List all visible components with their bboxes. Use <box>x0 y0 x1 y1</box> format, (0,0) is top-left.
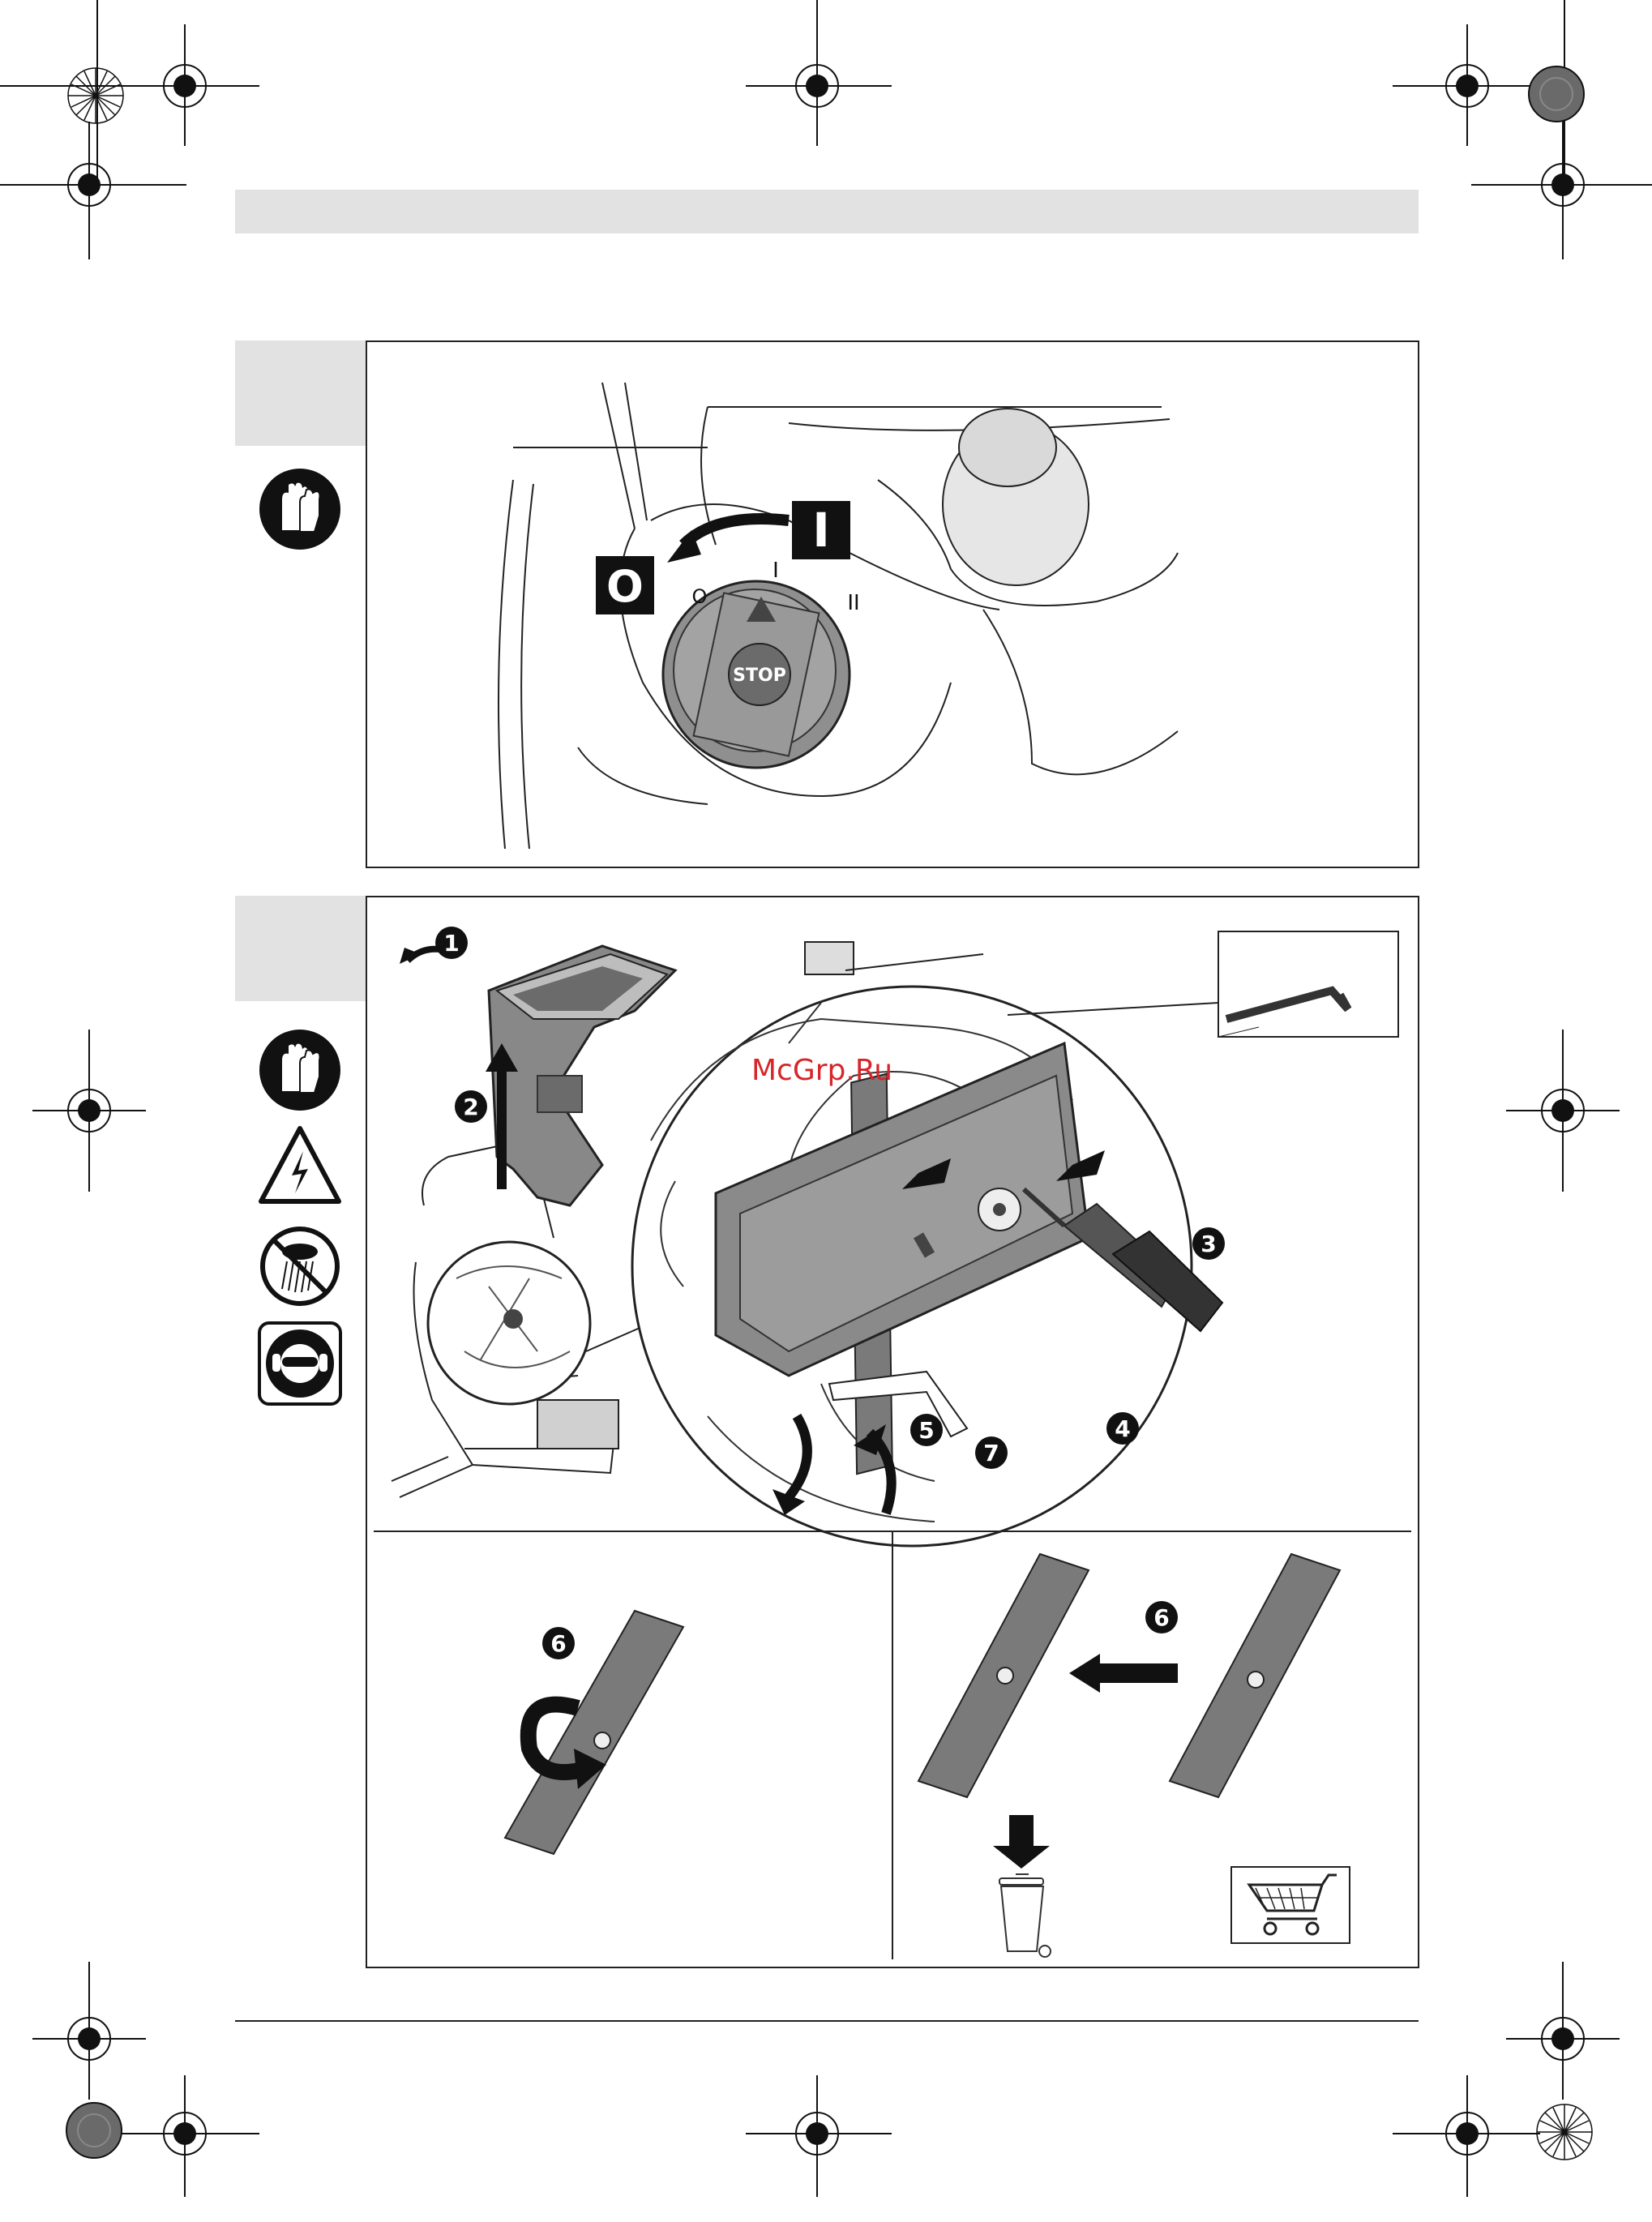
header-bar <box>235 190 1419 233</box>
figure-2-tab <box>235 896 366 1001</box>
dial-stop-label: STOP <box>733 666 786 686</box>
step-6-label-left: 6 <box>550 1630 566 1657</box>
switch-on-symbol: I <box>812 503 830 558</box>
ear-eye-protection-icon <box>258 1321 342 1406</box>
gloves-icon <box>258 1028 342 1112</box>
figure-1-tab <box>235 340 366 446</box>
watermark: McGrp.Ru <box>751 1054 892 1087</box>
dial-mark-high: II <box>847 591 859 615</box>
switch-off-symbol: O <box>606 561 644 612</box>
footer-rule <box>235 2020 1419 2022</box>
step-4-label: 4 <box>1115 1415 1130 1442</box>
no-rain-icon <box>258 1224 342 1308</box>
step-5-label: 5 <box>918 1417 934 1444</box>
figure-1-panel: STOP O I II I O <box>366 340 1419 868</box>
electric-hazard-icon <box>258 1124 342 1208</box>
step-6-label-right: 6 <box>1153 1604 1169 1631</box>
step-7-label: 7 <box>983 1440 999 1466</box>
dial-mark-on: I <box>773 559 779 583</box>
step-3-label: 3 <box>1200 1231 1216 1257</box>
gloves-icon <box>258 467 342 551</box>
switch-illustration: STOP O I II I O <box>367 342 1418 867</box>
step-2-label: 2 <box>463 1094 478 1120</box>
dial-mark-off: O <box>692 585 708 608</box>
step-1-label: 1 <box>443 930 459 957</box>
shopping-cart-icon <box>1231 1867 1350 1943</box>
trash-bin-icon <box>999 1874 1051 1957</box>
